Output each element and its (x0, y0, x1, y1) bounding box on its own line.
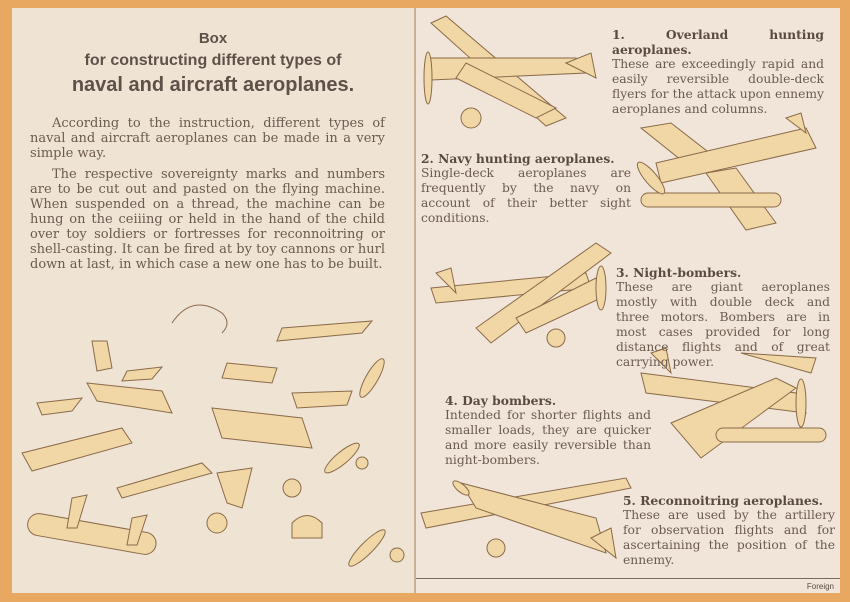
type-3-text: These are giant aeroplanes mostly with d… (616, 280, 830, 369)
overland-hunting-plane-illustration (423, 15, 597, 129)
engine-part (291, 515, 323, 539)
type-4-text: Intended for shorter flights and smaller… (445, 408, 651, 467)
thread-hook (171, 304, 228, 334)
strut-part (216, 467, 253, 509)
type-1-number: 1. (612, 27, 625, 42)
intro-text: According to the instruction, different … (30, 116, 385, 278)
float-part (27, 513, 157, 555)
bottom-rule (416, 578, 840, 579)
propeller-part (359, 358, 385, 398)
type-4-number: 4. (445, 393, 458, 408)
type-5-text: These are used by the artillery for obse… (623, 508, 835, 567)
upper-wing-part (291, 390, 353, 409)
wing-part (276, 320, 374, 342)
seat-part (221, 362, 278, 384)
type-1-heading: Overland hunting aeroplanes. (612, 27, 824, 57)
stabilizer-part (121, 366, 164, 382)
type-3-block: 3. Night-bombers. These are giant aeropl… (616, 265, 830, 370)
type-5-heading: Reconnoitring aeroplanes. (640, 493, 823, 508)
reconnoitring-plane-illustration (420, 477, 632, 560)
small-part (36, 397, 84, 416)
lower-wing-part (21, 427, 133, 472)
type-2-heading: Navy hunting aeroplanes. (438, 151, 615, 166)
float-strut (126, 514, 148, 546)
type-2-number: 2. (421, 151, 434, 166)
day-bomber-illustration (640, 347, 827, 459)
wheel-part (389, 547, 405, 563)
type-2-block: 2. Navy hunting aeroplanes. Single-deck … (421, 151, 631, 226)
footer-label: Foreign (806, 582, 834, 591)
type-4-block: 4. Day bombers. Intended for shorter fli… (445, 393, 651, 468)
tail-fin-part (91, 340, 113, 372)
type-1-text: These are exceedingly rapid and easily r… (612, 57, 824, 116)
night-bomber-illustration (430, 242, 612, 348)
propeller-part (324, 442, 360, 474)
float-strut (66, 494, 88, 529)
type-3-number: 3. (616, 265, 629, 280)
type-5-number: 5. (623, 493, 636, 508)
exploded-parts-diagram (21, 304, 405, 567)
type-1-block: 1. Overland hunting aeroplanes. These ar… (612, 27, 824, 117)
aircraft-illustrations (420, 15, 827, 560)
intro-paragraph-2: The respective sovereignty marks and num… (30, 167, 385, 272)
title-subtitle: for constructing different types of (84, 52, 342, 69)
propeller-part (348, 529, 386, 567)
title-box: Box (198, 30, 228, 47)
wheel-part (355, 456, 369, 470)
type-2-text: Single-deck aeroplanes are frequently by… (421, 166, 631, 225)
intro-paragraph-1: According to the instruction, different … (30, 116, 385, 161)
wheel-part (282, 478, 302, 498)
type-3-heading: Night-bombers. (633, 265, 742, 280)
right-page: 1. Overland hunting aeroplanes. These ar… (416, 8, 840, 593)
wheel-part (206, 512, 228, 534)
wing-part-2 (116, 462, 213, 499)
left-page: Box for constructing different types of … (12, 8, 415, 593)
title-main: naval and aircraft aeroplanes. (71, 74, 355, 96)
type-4-heading: Day bombers. (462, 393, 557, 408)
fuselage-part (86, 382, 173, 414)
navy-hunting-plane-illustration (636, 112, 817, 231)
body-part (211, 407, 313, 449)
type-5-block: 5. Reconnoitring aeroplanes. These are u… (623, 493, 835, 568)
